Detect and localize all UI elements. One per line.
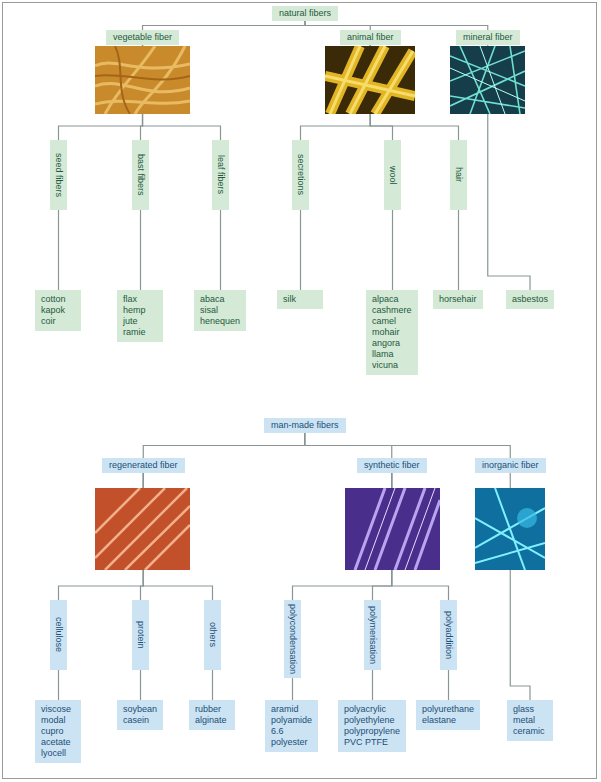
node-text: mineral fiber [463, 32, 513, 43]
group-label-box: wool [384, 140, 401, 210]
root-box: natural fibers [272, 6, 338, 21]
node-text: others [207, 604, 218, 666]
group-label-box: leaf fibers [212, 140, 229, 210]
example-list-box: horsehair [433, 290, 483, 309]
cotton-fiber-image [95, 46, 190, 114]
node-text: aramid polyamide 6.6 polyester [271, 704, 312, 748]
node-text: polycondensation [287, 604, 298, 674]
asbestos-fiber-image [450, 46, 525, 114]
connector [292, 678, 293, 700]
group-label-box: polycondensation [284, 600, 301, 678]
connector [372, 670, 373, 700]
node-text: seed fibers [53, 144, 64, 206]
node-text: viscose modal cupro acetate lyocell [41, 704, 71, 759]
example-list-box: soybean casein [117, 700, 163, 730]
example-list-box: silk [277, 290, 323, 309]
node-text: hair [453, 144, 464, 206]
connector [212, 670, 213, 700]
node-text: vegetable fiber [113, 32, 172, 43]
group-label-box: secretions [292, 140, 309, 210]
example-list-box: alpaca cashmere camel mohair angora llam… [366, 290, 418, 375]
example-list-box: flax hemp jute ramie [117, 290, 163, 342]
node-text: polyacrylic polyethylene polypropylene P… [344, 704, 400, 748]
node-text: bast fibers [135, 144, 146, 206]
connector [143, 21, 305, 30]
node-text: secretions [295, 144, 306, 206]
node-text: polyaddition [443, 604, 454, 666]
node-text: silk [283, 294, 296, 305]
group-label-box: protein [132, 600, 149, 670]
category-box: mineral fiber [456, 30, 520, 45]
node-text: rubber alginate [195, 704, 227, 726]
category-box: regenerated fiber [102, 458, 185, 473]
node-text: cellulose [53, 604, 64, 666]
node-text: soybean casein [123, 704, 157, 726]
example-list-box: glass metal ceramic [507, 700, 553, 741]
node-text: wool [387, 144, 398, 206]
node-text: polymerisation [367, 604, 378, 666]
wool-fiber-image [325, 46, 415, 114]
example-list-box: abaca sisal henequen [194, 290, 246, 331]
node-text: glass metal ceramic [513, 704, 545, 737]
node-text: animal fiber [347, 32, 394, 43]
category-box: synthetic fiber [357, 458, 427, 473]
group-label-box: cellulose [50, 600, 67, 670]
example-list-box: rubber alginate [189, 700, 235, 730]
group-label-box: bast fibers [132, 140, 149, 210]
connector [140, 670, 141, 700]
example-list-box: asbestos [506, 290, 554, 309]
connector [448, 670, 449, 700]
connector [300, 210, 301, 290]
node-text: cotton kapok coir [41, 294, 66, 327]
node-text: horsehair [439, 294, 477, 305]
example-list-box: polyurethane elastane [416, 700, 480, 730]
node-text: leaf fibers [215, 144, 226, 206]
glass-fiber-image [475, 488, 545, 570]
root-box: man-made fibers [264, 418, 346, 433]
group-label-box: hair [450, 140, 467, 210]
connector [392, 210, 393, 290]
example-list-box: polyacrylic polyethylene polypropylene P… [338, 700, 406, 752]
connector [305, 433, 511, 458]
connector [58, 210, 59, 290]
category-box: vegetable fiber [106, 30, 179, 45]
connector [58, 670, 59, 700]
node-text: regenerated fiber [109, 460, 178, 471]
group-label-box: polyaddition [440, 600, 457, 670]
node-text: abaca sisal henequen [200, 294, 240, 327]
example-list-box: aramid polyamide 6.6 polyester [265, 700, 318, 752]
node-text: protein [135, 604, 146, 666]
connector [220, 210, 221, 290]
synthetic-fiber-image [345, 488, 440, 570]
group-label-box: seed fibers [50, 140, 67, 210]
group-label-box: polymerisation [364, 600, 381, 670]
example-list-box: viscose modal cupro acetate lyocell [35, 700, 81, 763]
connector [458, 210, 459, 290]
example-list-box: cotton kapok coir [35, 290, 81, 331]
connector [305, 21, 488, 30]
connector [143, 433, 304, 458]
node-text: alpaca cashmere camel mohair angora llam… [372, 294, 412, 371]
node-text: asbestos [512, 294, 548, 305]
node-text: synthetic fiber [364, 460, 420, 471]
node-text: polyurethane elastane [422, 704, 474, 726]
category-box: inorganic fiber [475, 458, 546, 473]
category-box: animal fiber [340, 30, 401, 45]
node-text: man-made fibers [271, 420, 339, 431]
viscose-fiber-image [95, 488, 190, 570]
connector [140, 210, 141, 290]
group-label-box: others [204, 600, 221, 670]
node-text: flax hemp jute ramie [123, 294, 146, 338]
node-text: inorganic fiber [482, 460, 539, 471]
node-text: natural fibers [279, 8, 331, 19]
